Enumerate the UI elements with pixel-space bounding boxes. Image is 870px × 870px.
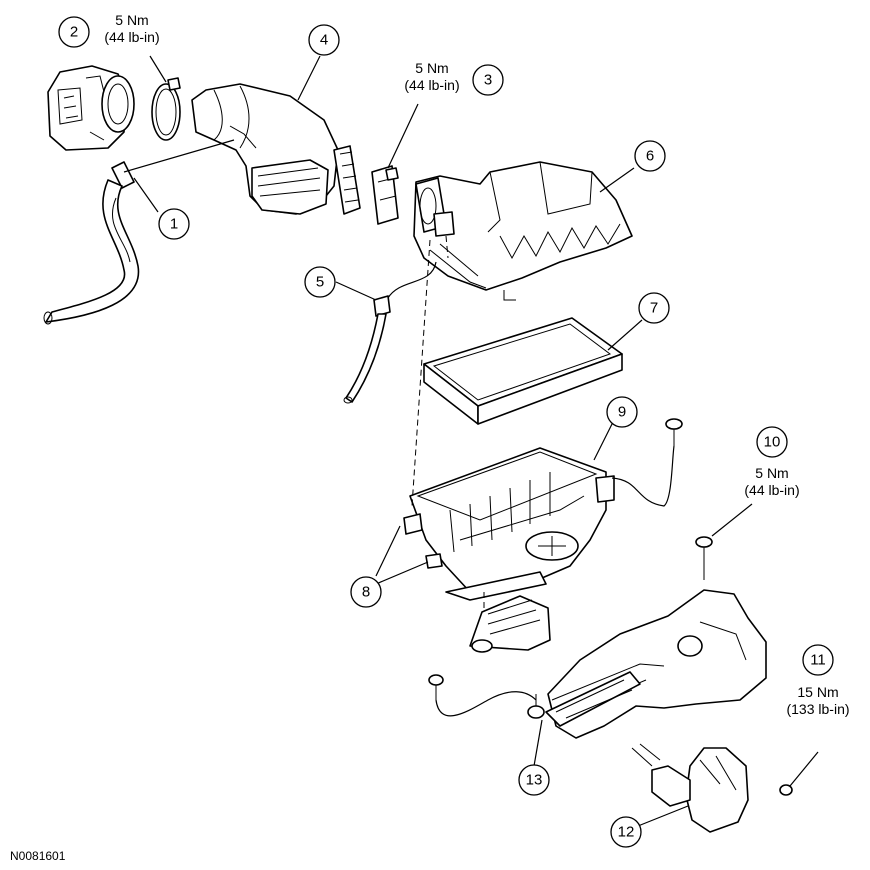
svg-text:13: 13 xyxy=(526,772,543,789)
callout-8: 8 xyxy=(350,576,382,608)
air-cleaner-outlet-pipe xyxy=(191,83,361,215)
leader-1-tube xyxy=(123,139,235,173)
leader-bolt-lower-left xyxy=(435,691,537,717)
svg-text:6: 6 xyxy=(646,148,654,165)
mounting-bracket xyxy=(469,595,551,653)
callout-7: 7 xyxy=(638,292,670,324)
callout-6: 6 xyxy=(634,140,666,172)
callout-1: 1 xyxy=(158,208,190,240)
svg-text:3: 3 xyxy=(484,72,492,89)
leader-9-cable xyxy=(611,445,675,507)
svg-text:4: 4 xyxy=(320,32,328,49)
leader-9 xyxy=(593,419,615,461)
torque-imperial-3: (44 lb-in) xyxy=(404,77,459,93)
callout-2: 2 5 Nm (44 lb-in) xyxy=(58,12,160,48)
assembly-line-right xyxy=(445,235,449,259)
svg-text:11: 11 xyxy=(810,652,826,669)
torque-imperial-10: (44 lb-in) xyxy=(744,482,799,498)
hose-clamp xyxy=(151,77,181,141)
leader-6 xyxy=(599,167,635,193)
throttle-body xyxy=(47,65,135,151)
resonator xyxy=(631,743,749,833)
torque-value-10: 5 Nm xyxy=(755,465,788,481)
torque-value-3: 5 Nm xyxy=(415,60,448,76)
pcv-tube xyxy=(343,295,391,404)
svg-text:2: 2 xyxy=(70,24,78,41)
callout-12: 12 xyxy=(610,816,642,848)
svg-text:10: 10 xyxy=(764,434,781,451)
torque-value-11: 15 Nm xyxy=(797,684,838,700)
leader-13 xyxy=(533,719,543,767)
bolt-11 xyxy=(779,784,793,796)
torque-value-2: 5 Nm xyxy=(115,12,148,28)
crankcase-vent-hose xyxy=(43,161,140,325)
air-cleaner-housing xyxy=(403,447,615,601)
leader-5-hose xyxy=(387,261,437,299)
svg-text:8: 8 xyxy=(362,584,370,601)
svg-text:9: 9 xyxy=(618,404,626,421)
callout-4: 4 xyxy=(308,24,340,56)
leader-8b xyxy=(375,561,429,585)
leader-1 xyxy=(133,177,159,213)
leader-12 xyxy=(637,805,689,827)
callout-5: 5 xyxy=(304,266,336,298)
torque-imperial-2: (44 lb-in) xyxy=(104,29,159,45)
assembly-line-left xyxy=(411,239,431,507)
svg-text:5: 5 xyxy=(316,274,324,291)
leader-8a xyxy=(375,525,401,577)
leader-5 xyxy=(335,281,377,301)
outlet-coupling xyxy=(371,165,399,225)
bolt-lower-left xyxy=(428,674,444,700)
leader-3 xyxy=(387,103,419,169)
callout-13: 13 xyxy=(518,764,550,796)
leader-4 xyxy=(297,55,321,101)
callout-9: 9 xyxy=(606,396,638,428)
svg-text:7: 7 xyxy=(650,300,658,317)
lower-intake-duct xyxy=(545,589,767,739)
callout-3: 3 5 Nm (44 lb-in) xyxy=(404,60,504,96)
svg-text:12: 12 xyxy=(618,824,635,841)
air-cleaner-cover xyxy=(413,161,633,301)
svg-text:1: 1 xyxy=(170,216,178,233)
leader-11 xyxy=(789,751,819,787)
air-filter-element xyxy=(423,317,623,425)
callout-10: 10 5 Nm (44 lb-in) xyxy=(744,426,800,498)
leader-2 xyxy=(149,55,167,83)
bolt-13 xyxy=(527,694,545,719)
bolt-filter-housing xyxy=(665,418,683,446)
torque-imperial-11: (133 lb-in) xyxy=(786,701,849,717)
leader-7 xyxy=(607,319,643,351)
leader-10 xyxy=(711,503,753,537)
bolt-10 xyxy=(695,536,713,580)
callout-11: 11 15 Nm (133 lb-in) xyxy=(786,644,850,717)
figure-id: N0081601 xyxy=(10,849,66,863)
